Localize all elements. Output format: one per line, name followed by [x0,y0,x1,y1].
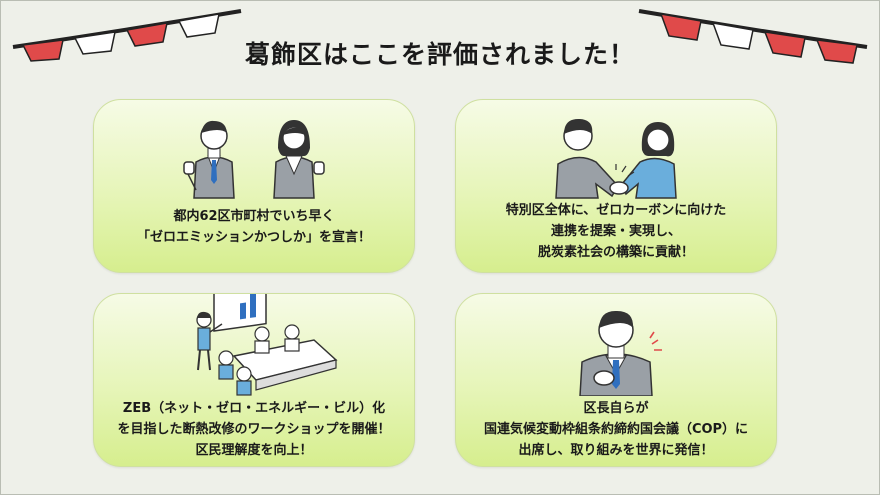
workshop-meeting-illustration [196,294,338,396]
bunting-left-decoration [12,9,242,62]
caption-line: 区民理解度を向上！ [195,443,313,458]
card-caption: 都内62区市町村でいち早く 「ゼロエミッションかつしか」を宣言！ [100,206,408,248]
caption-line: 国連気候変動枠組条約締約国会議（COP）に [483,422,749,437]
caption-line: 脱炭素社会の構築に貢献！ [537,245,694,260]
handshake-illustration [555,118,677,199]
card-zero-emission-declaration: 都内62区市町村でいち早く 「ゼロエミッションかつしか」を宣言！ [93,99,415,273]
card-special-ward-collaboration: 特別区全体に、ゼロカーボンに向けた 連携を提案・実現し、 脱炭素社会の構築に貢献… [455,99,777,273]
caption-line: 都内62区市町村でいち早く [173,209,335,224]
card-caption: 特別区全体に、ゼロカーボンに向けた 連携を提案・実現し、 脱炭素社会の構築に貢献… [462,200,770,263]
two-officials-cheering-illustration [183,120,325,199]
caption-line: 区長自らが [583,401,649,416]
mayor-hand-on-chest-illustration [579,310,662,396]
card-caption: ZEB（ネット・ゼロ・エネルギー・ビル）化 を目指した断熱改修のワークショップを… [100,398,408,461]
bunting-right-decoration [638,9,868,64]
caption-line: を目指した断熱改修のワークショップを開催！ [117,422,391,437]
caption-line: 「ゼロエミッションかつしか」を宣言！ [136,230,371,245]
card-zeb-workshop: ZEB（ネット・ゼロ・エネルギー・ビル）化 を目指した断熱改修のワークショップを… [93,293,415,467]
caption-line: 出席し、取り組みを世界に発信！ [518,443,714,458]
caption-line: 特別区全体に、ゼロカーボンに向けた [505,203,727,218]
caption-line: 連携を提案・実現し、 [550,224,681,239]
page-title: 葛飾区はここを評価されました！ [244,40,635,69]
card-cop-attendance: 区長自らが 国連気候変動枠組条約締約国会議（COP）に 出席し、取り組みを世界に… [455,293,777,467]
card-caption: 区長自らが 国連気候変動枠組条約締約国会議（COP）に 出席し、取り組みを世界に… [462,398,770,461]
caption-line: ZEB（ネット・ゼロ・エネルギー・ビル）化 [122,401,386,416]
